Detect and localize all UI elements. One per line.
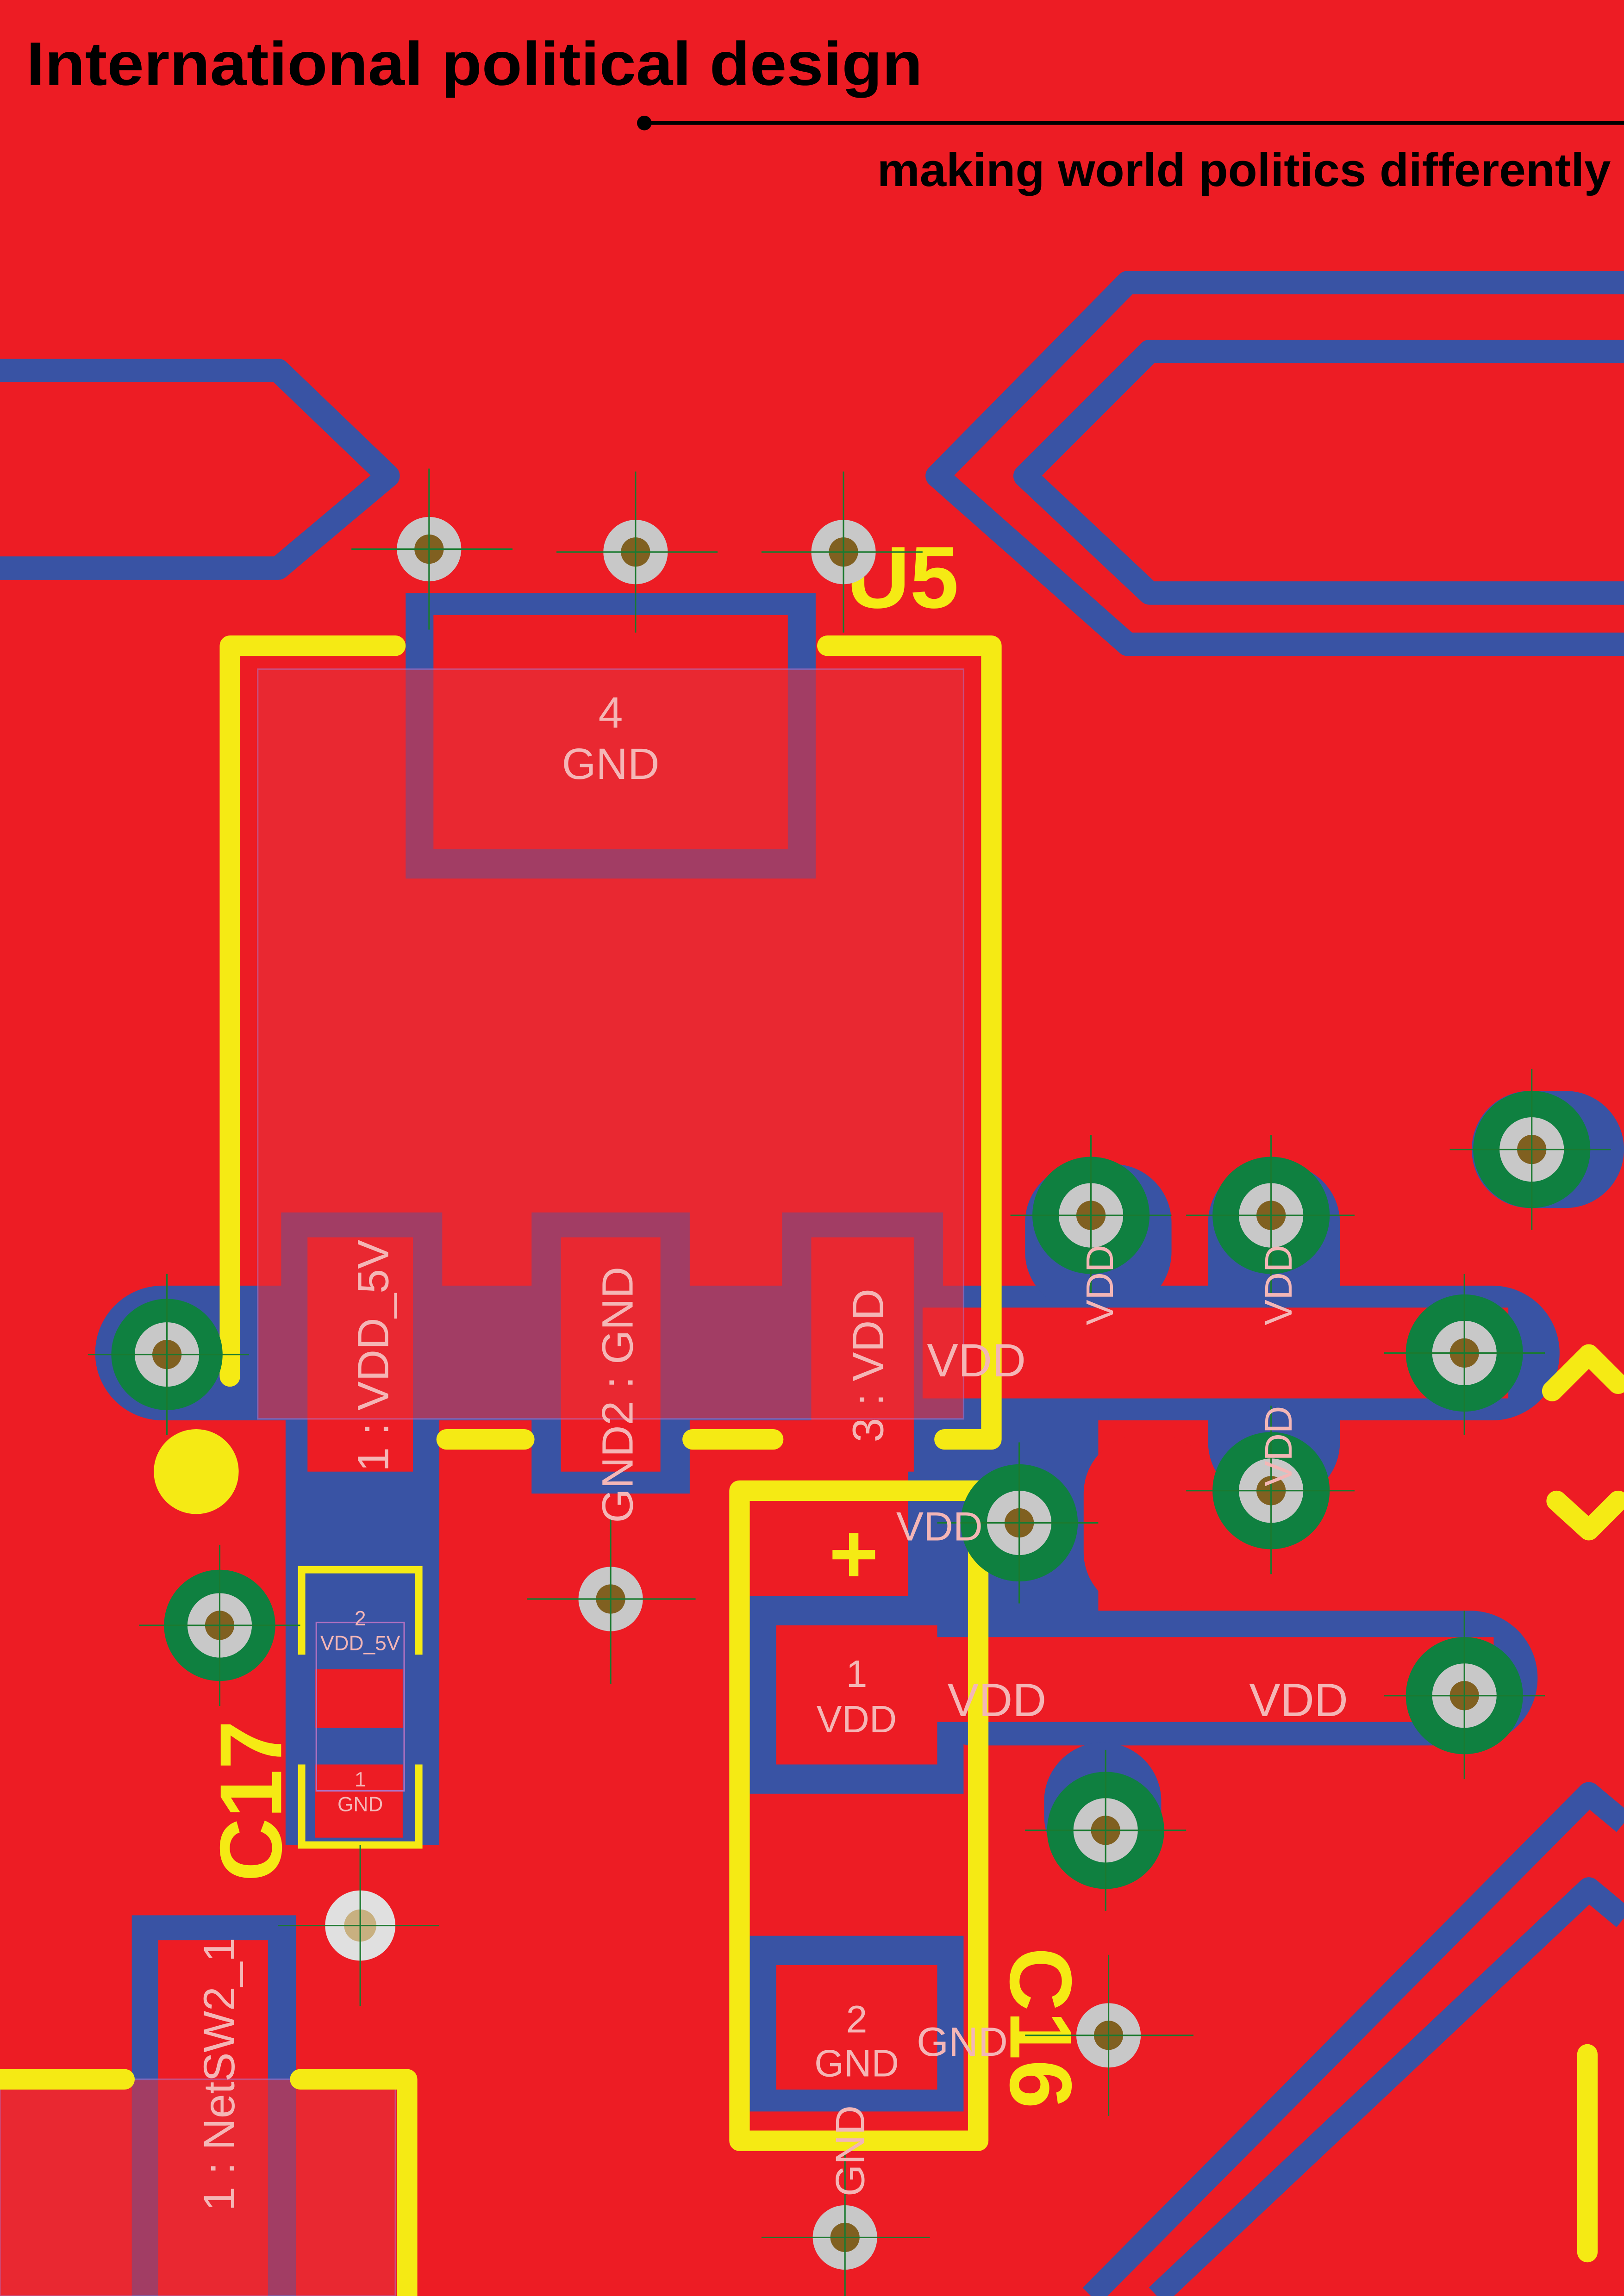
c16-designator: C16 — [992, 1948, 1090, 2109]
c17-pad2-net: VDD_5V — [320, 1632, 400, 1655]
c17-pad2-number: 2 — [355, 1607, 366, 1630]
trace-label-vdd: VDD — [1249, 1674, 1348, 1726]
u5-gnd2-label: GND2 : GND — [593, 1267, 643, 1523]
trace-label-vdd: VDD — [896, 1503, 983, 1549]
u5-pad4-number: 4 — [599, 688, 623, 737]
trace-label-vdd: VDD — [1258, 1406, 1300, 1487]
c16-pad1-net: VDD — [817, 1699, 897, 1741]
polarity-plus: + — [829, 1506, 879, 1601]
u5-courtyard — [257, 668, 964, 1420]
trace-label-gnd: GND — [827, 2105, 873, 2196]
c17-pad1-number: 1 — [355, 1768, 366, 1791]
u5-pad4-net: GND — [562, 740, 660, 789]
c17-designator: C17 — [202, 1720, 300, 1881]
sw2-pin1-label: 1 : NetSW2_1 — [195, 1938, 244, 2211]
trace-label-vdd: VDD — [927, 1334, 1026, 1387]
c16-pad2-net: GND — [814, 2042, 899, 2084]
u5-pin3-label: 3 : VDD — [843, 1288, 893, 1442]
c17-courtyard — [315, 1622, 405, 1792]
header-rule-dot — [637, 115, 652, 131]
via-crosshairs — [87, 468, 1611, 2296]
trace-label-vdd: VDD — [1079, 1245, 1121, 1325]
sw2-courtyard — [0, 2078, 396, 2296]
pad-labels: 4 GND 1 : VDD_5V GND2 : GND 3 : VDD 2 VD… — [195, 688, 1348, 2211]
c16-pad1-number: 1 — [846, 1653, 868, 1695]
trace-label-vdd: VDD — [1258, 1245, 1300, 1325]
copper-tracks — [0, 271, 1624, 2296]
silkscreen — [0, 635, 1624, 2296]
u5-pin1-label: 1 : VDD_5V — [349, 1240, 398, 1472]
c16-pad2-number: 2 — [846, 1998, 868, 2041]
poster-subtitle: making world politics differently — [877, 144, 1611, 196]
trace-label-gnd: GND — [917, 2019, 1008, 2065]
poster-title: International political design — [26, 30, 923, 98]
trace-label-vdd: VDD — [948, 1674, 1047, 1726]
pin1-marker — [154, 1429, 239, 1514]
c17-pad1-net: GND — [337, 1793, 383, 1816]
